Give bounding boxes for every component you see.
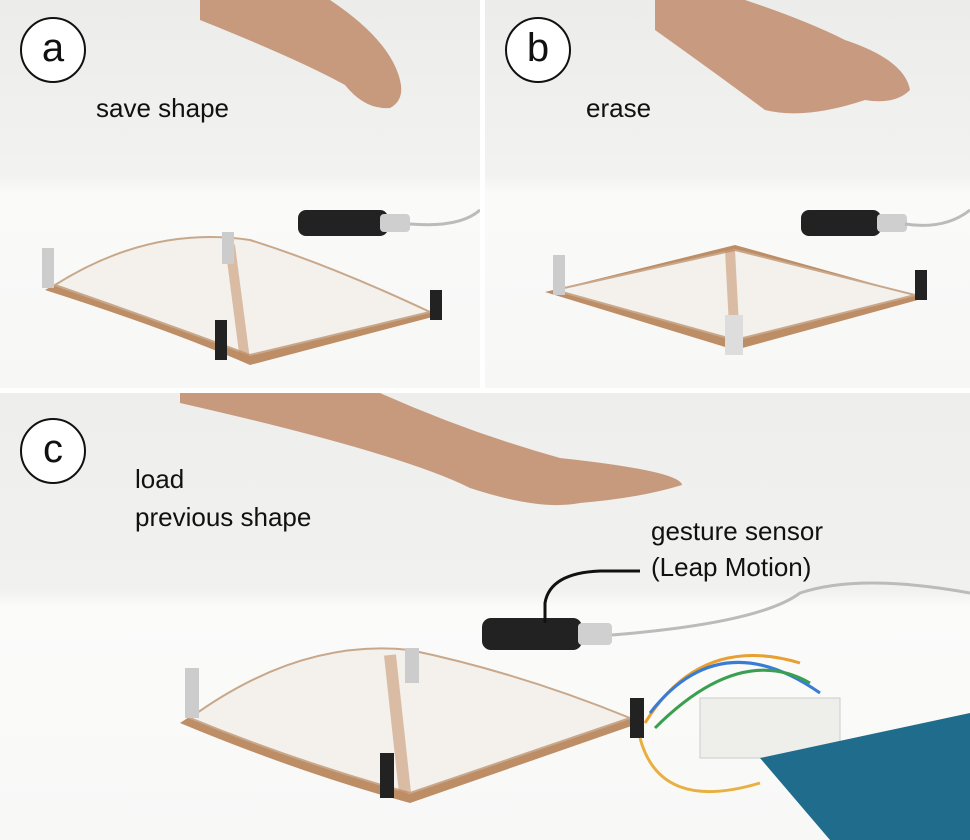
mesh-surface	[187, 647, 633, 795]
arduino-board	[760, 713, 970, 840]
caption-load: load	[135, 464, 185, 494]
panel-b-illustration	[545, 0, 970, 355]
callout-leader-line	[543, 569, 640, 623]
panel-a-illustration	[42, 0, 480, 365]
panel-label-c: c	[20, 418, 86, 484]
caption-previous-shape: previous shape	[135, 502, 312, 532]
leap-motion-sensor	[801, 210, 881, 236]
panel-c-photo: c load previous shape gesture sensor (Le…	[0, 393, 970, 840]
mesh-surface	[52, 236, 434, 357]
fist-hand	[200, 0, 402, 109]
panel-a-photo: a save shape	[0, 0, 480, 388]
flat-hand	[180, 393, 682, 506]
panel-b-photo: b erase	[485, 0, 970, 388]
panel-c-illustration	[180, 393, 970, 840]
leap-motion-sensor	[482, 618, 582, 650]
leap-motion-sensor	[298, 210, 388, 236]
callout-leap-motion: (Leap Motion)	[651, 552, 812, 582]
callout-gesture-sensor: gesture sensor	[651, 516, 823, 546]
panel-label-b: b	[505, 17, 571, 83]
open-hand	[655, 0, 910, 114]
caption-erase: erase	[586, 93, 652, 123]
caption-save-shape: save shape	[96, 93, 229, 123]
panel-label-a: a	[20, 17, 86, 83]
